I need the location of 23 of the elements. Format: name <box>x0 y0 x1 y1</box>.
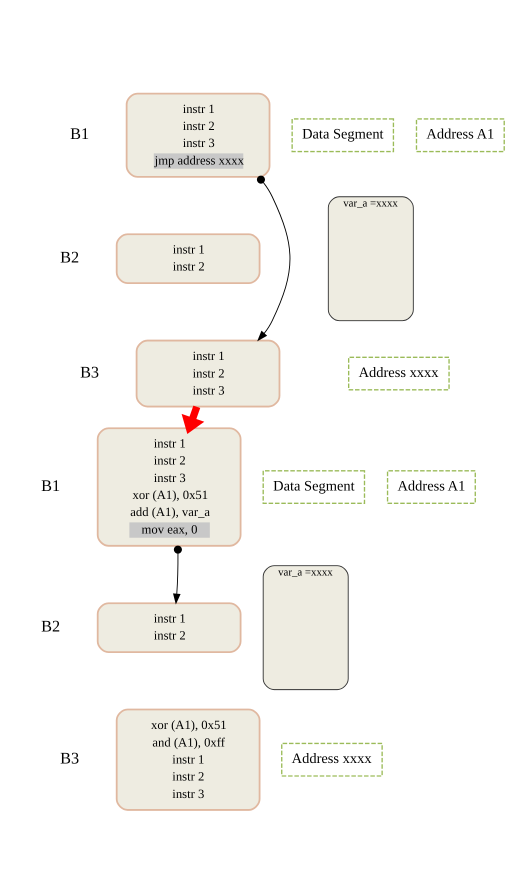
node-box: var_a =xxxx <box>328 196 414 322</box>
node-box: Address A1 <box>386 470 476 504</box>
arrow <box>256 176 290 342</box>
node-box: instr 1 instr 2 instr 3 <box>136 340 280 408</box>
arrow <box>182 406 204 434</box>
node-box: Address xxxx <box>281 742 383 777</box>
node-box: Data Segment <box>291 118 394 152</box>
node-label: B1 <box>41 477 60 496</box>
node-label: B2 <box>60 248 80 267</box>
node-label: B1 <box>70 125 90 144</box>
node-box: Address xxxx <box>348 356 450 390</box>
node-box: var_a =xxxx <box>262 565 349 690</box>
node-label: B2 <box>41 618 60 636</box>
node-box: instr 1 instr 2 <box>96 602 242 653</box>
node-box: instr 1 instr 2 instr 3 xor (A1), 0x51 add (A1), var_a mov eax, 0 <box>96 427 242 547</box>
node-box: instr 1 instr 2 instr 3 jmp address xxxx <box>126 92 270 178</box>
node-label: B3 <box>60 750 80 768</box>
node-box: Data Segment <box>262 470 366 504</box>
node-label: B3 <box>80 364 100 382</box>
node-box: instr 1 instr 2 <box>116 233 260 284</box>
node-box: Address A1 <box>416 118 505 152</box>
node-box: xor (A1), 0x51 and (A1), 0xff instr 1 instr 2 instr 3 <box>116 708 260 811</box>
arrow <box>173 546 182 605</box>
